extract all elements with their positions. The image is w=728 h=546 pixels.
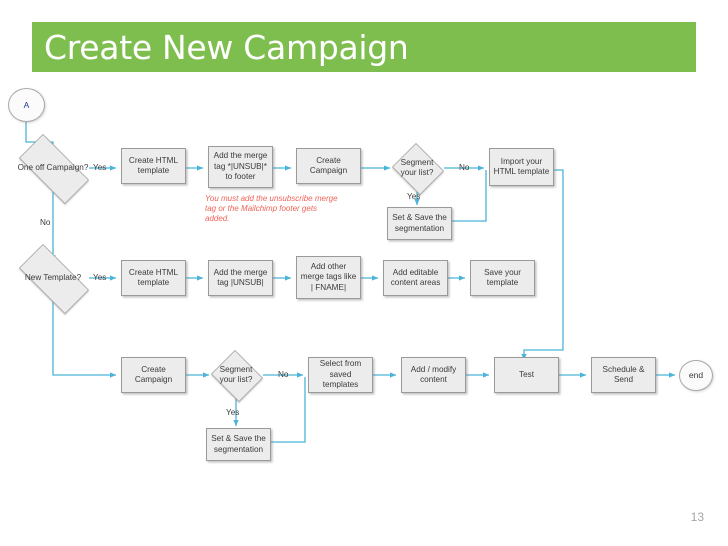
flowchart-canvas: Create HTML template --> Import your HTM… [0, 78, 728, 498]
node-label: Create HTML template [128, 155, 179, 176]
connector-lines: Create HTML template --> Import your HTM… [25, 122, 676, 443]
node-label: Import your HTML template [493, 156, 550, 177]
node-schedule-send[interactable]: Schedule & Send [591, 357, 656, 393]
edge-label-one-off-no: No [40, 218, 51, 227]
node-add-merge-tag-unsub[interactable]: Add the merge tag |UNSUB| [208, 260, 273, 296]
edge-label-new-template-yes: Yes [93, 273, 107, 282]
node-label: Add the merge tag |UNSUB| [213, 267, 268, 288]
node-add-modify-content[interactable]: Add / modify content [401, 357, 466, 393]
page-number: 13 [690, 510, 704, 524]
node-test[interactable]: Test [494, 357, 559, 393]
node-label: Set & Save the segmentation [392, 213, 447, 233]
page-title: Create New Campaign [44, 28, 409, 67]
node-segment-your-list-2[interactable]: Segment your list? [209, 350, 263, 402]
node-new-template[interactable]: New Template? [8, 244, 98, 314]
node-label: Create Campaign [309, 155, 348, 176]
node-create-html-template-2[interactable]: Create HTML template [121, 260, 186, 296]
node-label: Add editable content areas [390, 267, 441, 288]
node-label: New Template? [24, 272, 82, 282]
edge-label-segment1-yes: Yes [407, 192, 421, 201]
node-label: end [688, 370, 704, 381]
node-label: Segment your list? [219, 364, 253, 385]
node-label: One off Campaign? [17, 162, 89, 172]
node-select-from-saved-templates[interactable]: Select from saved templates [308, 357, 373, 393]
node-set-save-segmentation-1[interactable]: Set & Save the segmentation [387, 207, 452, 240]
node-add-unsub-merge-tag[interactable]: Add the merge tag *|UNSUB|* to footer [208, 146, 273, 188]
node-one-off-campaign[interactable]: One off Campaign? [8, 134, 98, 204]
edge-label-segment2-no: No [278, 370, 289, 379]
node-label: Add the merge tag *|UNSUB|* to footer [213, 151, 268, 182]
node-create-html-template-1[interactable]: Create HTML template [121, 148, 186, 184]
node-label: Add / modify content [410, 364, 457, 385]
node-add-other-merge-tags[interactable]: Add other merge tags like | FNAME| [296, 256, 361, 299]
node-label: Schedule & Send [602, 364, 645, 385]
edge-label-segment1-no: No [459, 163, 470, 172]
node-label: Add other merge tags like | FNAME| [300, 261, 357, 292]
node-label: Save your template [484, 267, 521, 288]
title-bar [32, 22, 696, 72]
node-import-html-template[interactable]: Import your HTML template [489, 148, 554, 186]
edge-label-one-off-yes: Yes [93, 163, 107, 172]
node-end[interactable]: end [679, 360, 713, 391]
node-create-campaign-1[interactable]: Create Campaign [296, 148, 361, 184]
node-label: Segment your list? [400, 157, 434, 178]
node-add-editable-content-areas[interactable]: Add editable content areas [383, 260, 448, 296]
node-label: Set & Save the segmentation [211, 434, 266, 454]
node-label: A [23, 99, 30, 110]
node-label: Select from saved templates [319, 359, 362, 390]
edge-label-segment2-yes: Yes [226, 408, 240, 417]
node-label: Create Campaign [134, 364, 173, 385]
node-set-save-segmentation-2[interactable]: Set & Save the segmentation [206, 428, 271, 461]
node-save-your-template[interactable]: Save your template [470, 260, 535, 296]
node-start-a[interactable]: A [8, 88, 45, 122]
annotation-unsubscribe-note: You must add the unsubscribe merge tag o… [205, 194, 338, 224]
node-label: Test [518, 369, 534, 379]
node-segment-your-list-1[interactable]: Segment your list? [390, 143, 444, 195]
node-label: Create HTML template [128, 267, 179, 288]
node-create-campaign-2[interactable]: Create Campaign [121, 357, 186, 393]
